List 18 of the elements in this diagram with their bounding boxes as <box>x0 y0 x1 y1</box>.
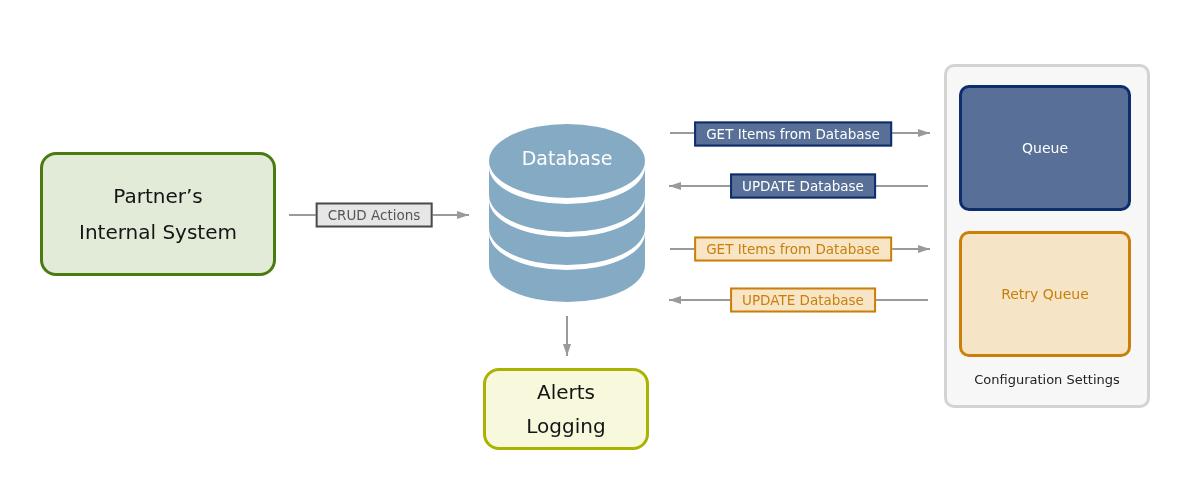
edge-label: GET Items from Database <box>694 236 892 262</box>
node-label: Partner’s Internal System <box>78 183 238 246</box>
edge-label: UPDATE Database <box>730 173 876 199</box>
queue-box <box>959 85 1131 211</box>
database-cylinder <box>489 124 645 302</box>
node-label: Alerts Logging <box>525 379 607 440</box>
queue-box <box>959 231 1131 357</box>
edge-label: CRUD Actions <box>315 202 433 228</box>
settings-panel <box>944 64 1150 408</box>
edge-label: UPDATE Database <box>730 287 876 313</box>
node-label: Retry Queue <box>1001 284 1089 304</box>
node-label: Database <box>521 147 613 170</box>
node-label: Queue <box>1022 138 1068 158</box>
panel-caption: Configuration Settings <box>974 372 1120 389</box>
logging-box <box>483 368 649 450</box>
arrow <box>563 315 571 357</box>
edge-label: GET Items from Database <box>694 121 892 147</box>
system-box <box>40 152 276 276</box>
